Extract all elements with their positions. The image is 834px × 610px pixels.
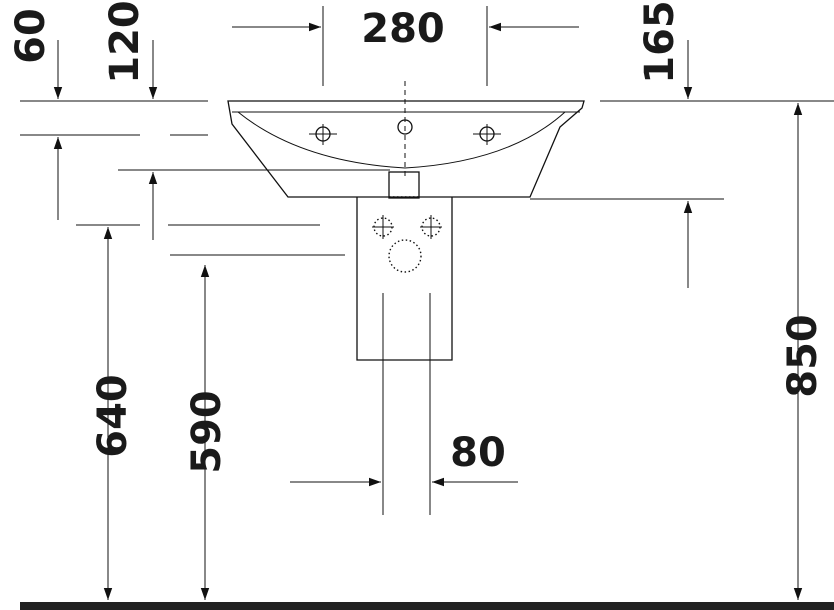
waste-pipe-icon [388, 239, 422, 273]
dim-label-280: 280 [361, 6, 445, 52]
tap-hole-right-icon [473, 124, 501, 145]
dim-label-165: 165 [637, 0, 683, 84]
dim-label-590: 590 [184, 390, 230, 474]
washbasin [227, 81, 585, 199]
dim-label-640: 640 [90, 374, 136, 458]
supply-pipe-left-icon [372, 215, 394, 239]
drain-outlet [388, 171, 420, 199]
floor-line [20, 602, 834, 610]
dim-label-120: 120 [102, 0, 148, 84]
dim-label-60: 60 [8, 8, 54, 64]
dim-label-80: 80 [450, 430, 506, 476]
supply-pipe-right-icon [420, 215, 442, 239]
tap-hole-left-icon [309, 124, 337, 145]
pedestal [356, 197, 453, 361]
dimension-arrows [53, 22, 803, 600]
dim-label-850: 850 [780, 314, 826, 398]
extension-lines [20, 6, 834, 256]
